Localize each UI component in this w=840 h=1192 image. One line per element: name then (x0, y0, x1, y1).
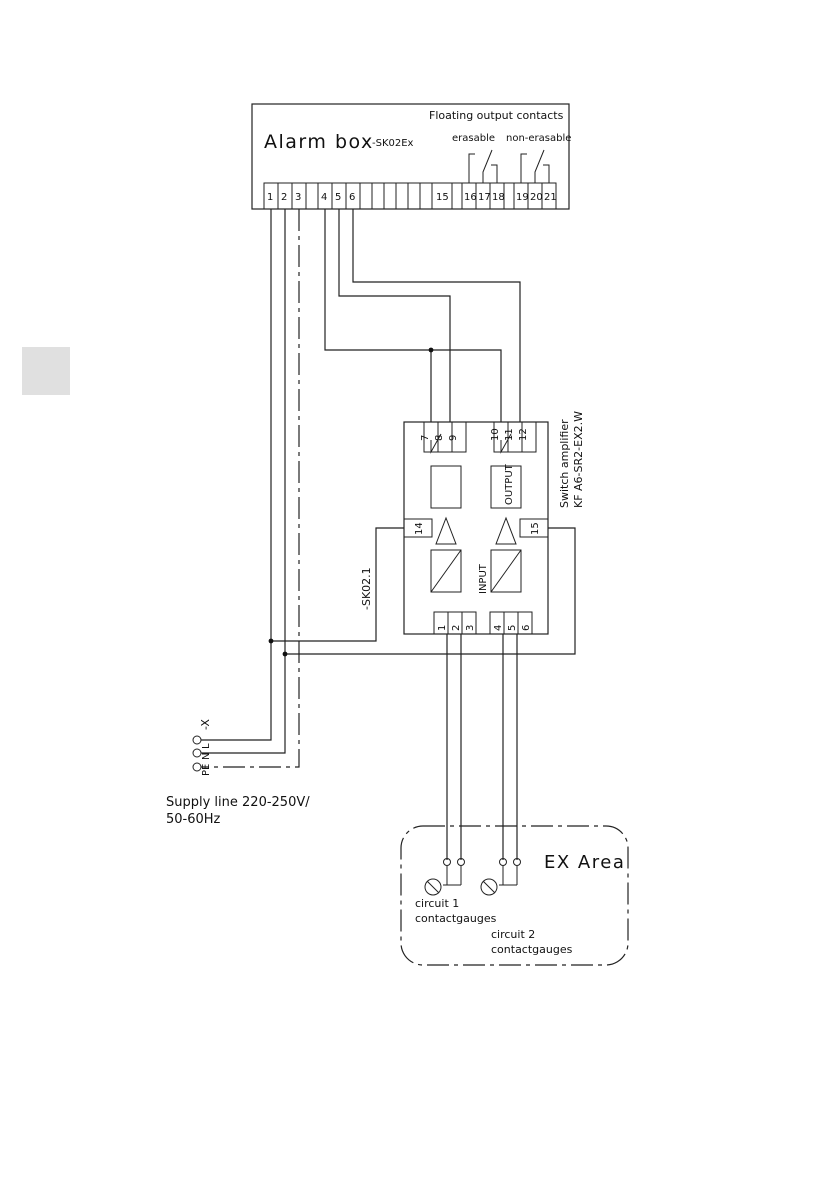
supply-terminal-N (193, 749, 201, 757)
supply-terminal-L (193, 736, 201, 744)
amp-terminal-9: 9 (448, 435, 459, 441)
supply-line-text: Supply line 220-250V/ (166, 795, 310, 810)
amp-terminal-14: 14 (414, 522, 425, 535)
amp-terminal-12: 12 (518, 428, 529, 441)
supply-terminal-PE (193, 763, 201, 771)
floating-contacts-title: Floating output contacts (429, 109, 564, 122)
circuit-2-desc: contactgauges (491, 943, 573, 956)
amp-bottom-terminal-6: 6 (521, 625, 532, 631)
amp-terminal-11: 11 (504, 428, 515, 441)
amp-terminal-8: 8 (434, 435, 445, 441)
alarm-box: Alarm box -SK02Ex Floating output contac… (252, 104, 571, 209)
supply-label-L: L (201, 743, 212, 749)
circuit-1-label: circuit 1 (415, 897, 459, 910)
terminal-20: 20 (530, 192, 543, 203)
amp-terminal-10: 10 (490, 428, 501, 441)
amp-bottom-terminal-3: 3 (465, 625, 476, 631)
amp-bottom-terminal-2: 2 (451, 625, 462, 631)
alarm-box-id: -SK02Ex (372, 138, 414, 149)
supply-frequency-text: 50-60Hz (166, 812, 221, 827)
amp-terminal-15: 15 (530, 522, 541, 535)
input-label: INPUT (478, 563, 489, 594)
terminal-16: 16 (464, 192, 477, 203)
supply-connector-label: -X (199, 719, 212, 730)
amp-bottom-terminal-1: 1 (437, 625, 448, 631)
circuit-2-label: circuit 2 (491, 928, 535, 941)
circuit-1-desc: contactgauges (415, 912, 497, 925)
terminal-19: 19 (516, 192, 529, 203)
alarm-box-title: Alarm box (264, 131, 374, 153)
amp-terminal-7: 7 (420, 435, 431, 441)
amp-bottom-terminal-4: 4 (493, 625, 504, 631)
terminal-21: 21 (544, 192, 557, 203)
terminal-5: 5 (335, 192, 341, 203)
output-label: OUTPUT (504, 463, 515, 505)
erasable-label: erasable (452, 133, 495, 144)
supply-label-N: N (201, 753, 212, 760)
ex-area: EX Area circuit 1 contactgauges circuit … (401, 826, 628, 965)
terminal-4: 4 (321, 192, 327, 203)
conductor-label: -SK02.1 (360, 567, 373, 610)
supply-connector: -X PE N L Supply line 220-250V/ 50-60Hz (166, 719, 310, 827)
terminal-18: 18 (492, 192, 505, 203)
supply-label-PE: PE (201, 764, 212, 776)
ex-area-title: EX Area (544, 852, 625, 873)
amplifier-name: Switch amplifier (558, 419, 571, 508)
terminal-2: 2 (281, 192, 287, 203)
terminal-6: 6 (349, 192, 355, 203)
non-erasable-label: non-erasable (506, 133, 571, 144)
amplifier-model: KF A6-SR2-EX2.W (572, 411, 585, 508)
terminal-3: 3 (295, 192, 301, 203)
terminal-1: 1 (267, 192, 273, 203)
terminal-17: 17 (478, 192, 491, 203)
switch-amplifier: 7 8 9 10 11 12 OUTPUT INPUT 14 15 (404, 411, 585, 634)
terminal-15: 15 (436, 192, 449, 203)
amp-bottom-terminal-5: 5 (507, 625, 518, 631)
